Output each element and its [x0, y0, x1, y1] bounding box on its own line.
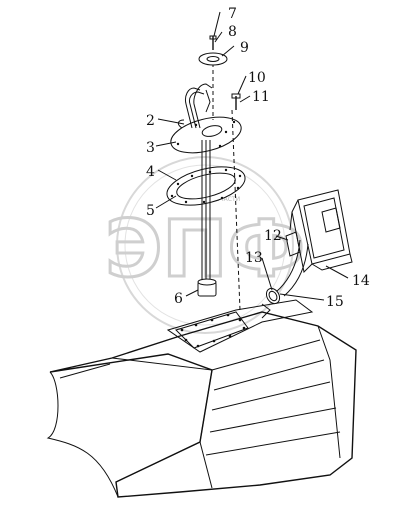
callout-6: 6	[174, 291, 183, 307]
callout-labels: 7 8 9 10 11 2 3 4 5 12 13 14 6 15	[146, 6, 370, 310]
callout-13: 13	[245, 250, 263, 266]
mounting-bracket	[289, 189, 353, 274]
callout-11: 11	[252, 89, 270, 105]
plate-bolt-holes	[180, 313, 246, 348]
callout-14: 14	[352, 273, 370, 289]
tank-top-plate	[166, 299, 314, 353]
callout-12: 12	[264, 228, 282, 244]
callout-3: 3	[146, 140, 155, 156]
mounting-screw	[231, 93, 241, 110]
callout-15: 15	[326, 294, 344, 310]
callout-5: 5	[146, 203, 155, 219]
gasket-holes	[170, 168, 242, 204]
callout-10: 10	[248, 70, 266, 86]
center-axis	[212, 56, 241, 311]
sender-pipes	[177, 83, 213, 129]
sender-tube	[197, 140, 217, 297]
leader-lines	[155, 11, 349, 301]
callout-4: 4	[146, 164, 155, 180]
callout-8: 8	[228, 24, 237, 40]
filler-pipe	[261, 239, 309, 319]
callout-2: 2	[146, 113, 155, 129]
fuel-tank-body	[46, 311, 357, 498]
top-washers	[198, 35, 228, 66]
callout-9: 9	[240, 40, 249, 56]
callout-7: 7	[228, 6, 237, 22]
clamp-part	[285, 231, 301, 257]
